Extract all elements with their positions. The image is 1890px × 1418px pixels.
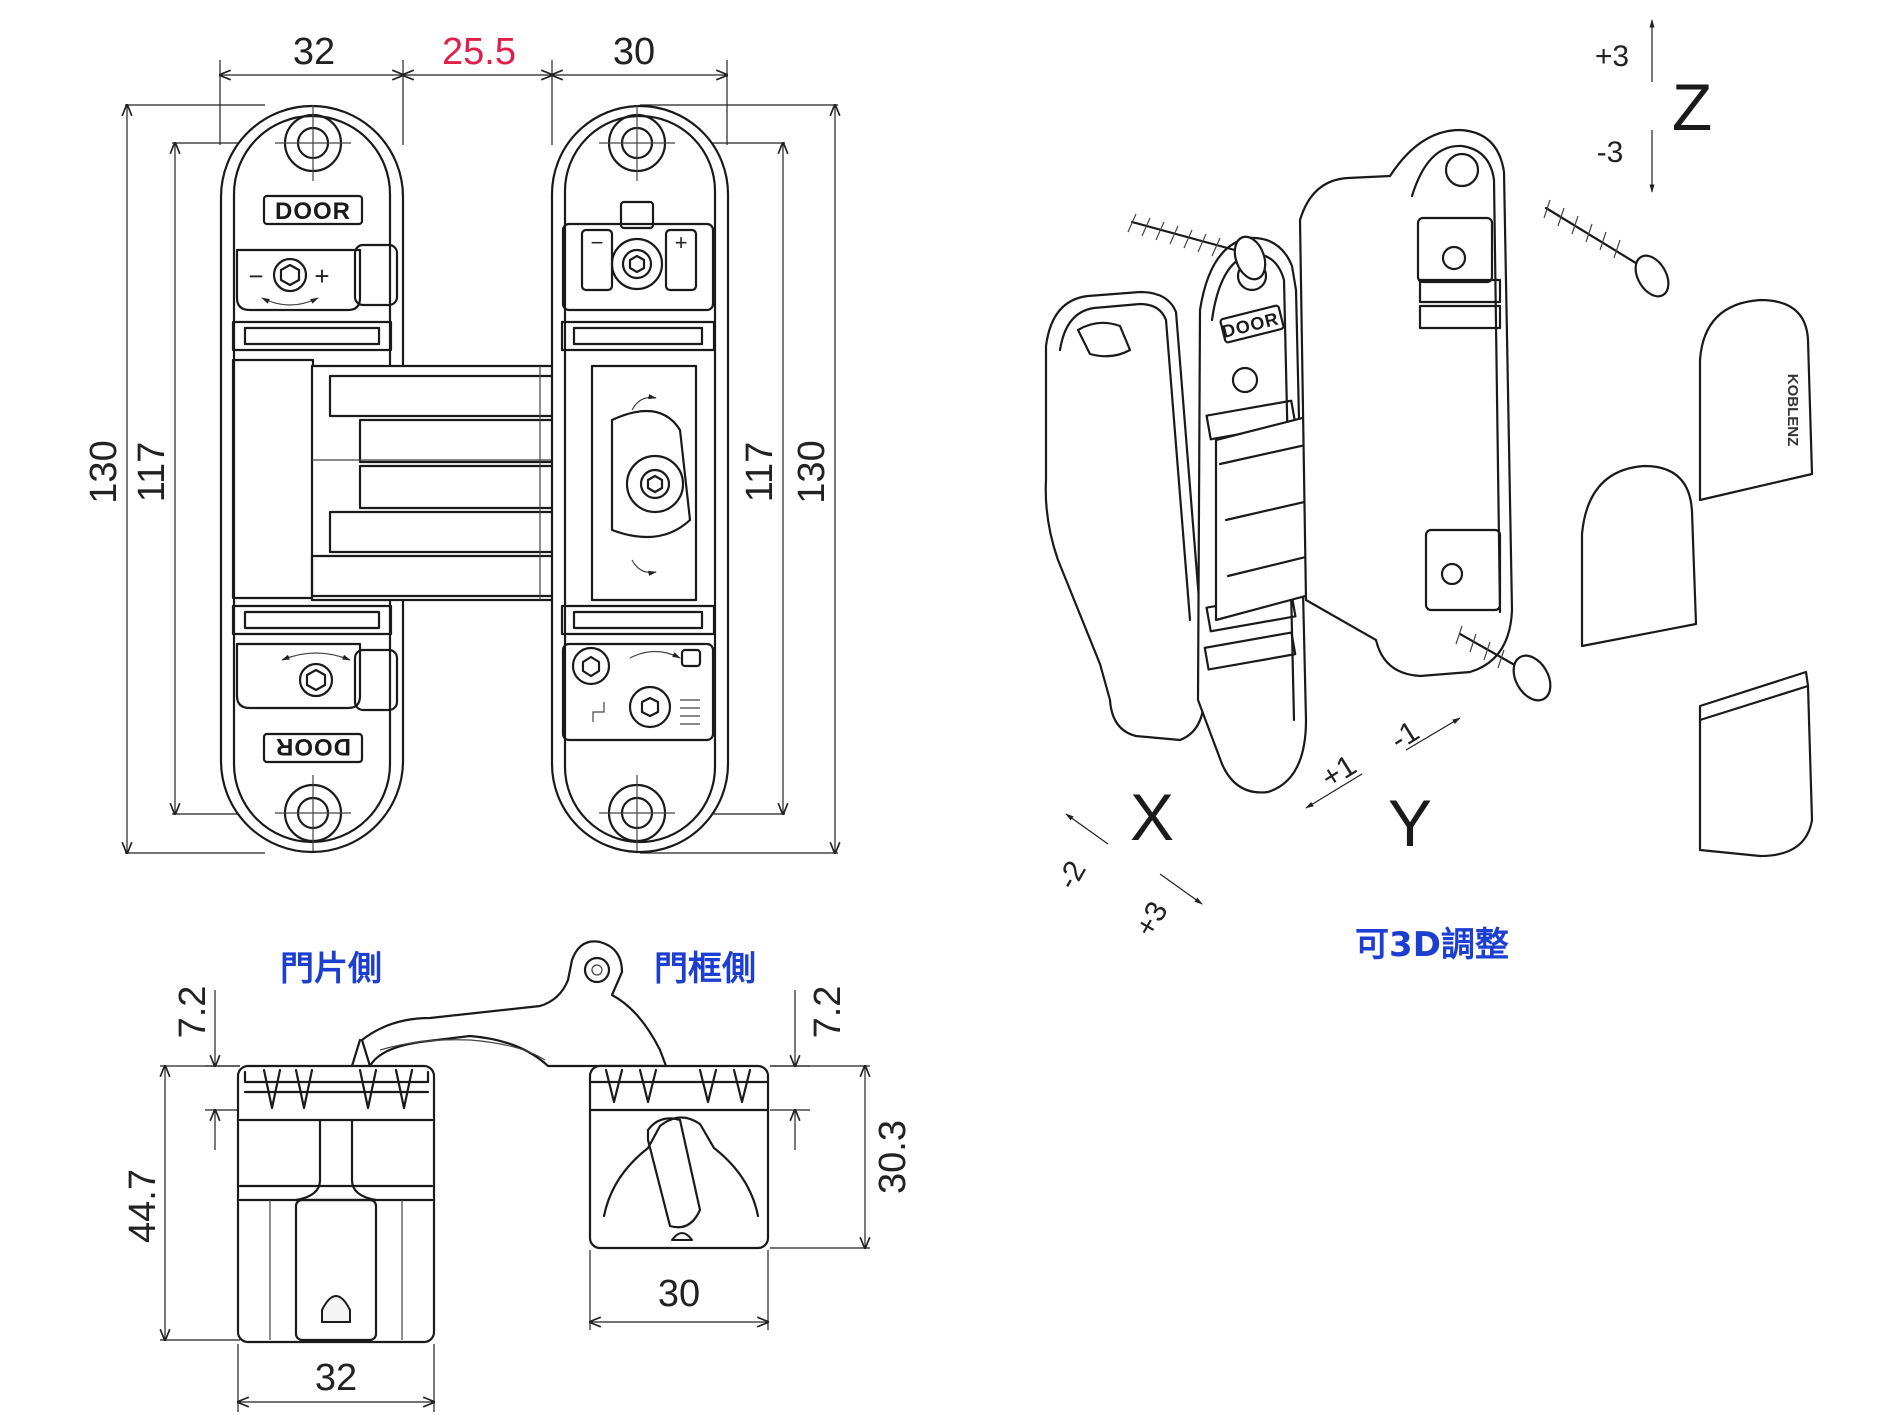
adjuster-top: − + [235,243,399,312]
left-vertical-dimensions: 130 117 [83,105,265,853]
adjuster-cam-center [590,364,698,602]
screw-icon [1455,625,1552,702]
dim-depth-door-group: 44.7 [122,1066,240,1340]
z-axis: +3 -3 Z [1595,19,1712,193]
dim-width-door-top: 32 [315,1357,357,1399]
z-plus: +3 [1595,40,1629,73]
screw-icon [1543,199,1670,298]
y-label: Y [1388,786,1432,860]
adjust-minus: − [591,230,604,255]
dim-depth-door: 44.7 [122,1169,164,1243]
top-dimension: 32 25.5 30 [220,31,727,145]
dim-width-frame: 30 [613,31,655,73]
door-label-top: DOOR [275,198,351,225]
dim-width-door-group: 32 [238,1344,434,1412]
x-plus: +3 [1129,896,1175,942]
adjuster-lock-bottom [561,642,715,742]
top-view: 門片側 門框側 7.2 44.7 [122,940,914,1412]
iso-view: +3 -3 Z DOOR [1044,19,1814,965]
dim-height-inner-right: 117 [739,442,781,503]
x-minus: -2 [1051,855,1093,895]
dim-offset-left-group: 7.2 [172,986,240,1150]
y-minus: -1 [1385,715,1425,757]
mounting-hole-icon [275,105,351,181]
cover-cap: KOBLENZ [1698,298,1814,502]
door-section [236,1064,436,1344]
z-minus: -3 [1597,136,1624,169]
z-label: Z [1672,70,1712,144]
dim-height-overall-right: 130 [791,440,833,503]
frame-section [588,1064,770,1250]
dim-width-door: 32 [293,31,335,73]
adjust-plus: + [675,230,688,255]
adjuster-vertical-top: − + [561,200,715,312]
x-axis: X -2 +3 [1051,780,1203,942]
dim-width-frame-group: 30 [590,1250,768,1330]
dim-offset-left: 7.2 [172,986,214,1039]
front-view: 32 25.5 30 130 117 117 130 [83,31,838,853]
mounting-hole-icon [275,775,351,851]
frame-plate: − + [550,104,730,854]
mounting-hole-icon [599,105,675,181]
frame-side-label: 門框側 [654,949,756,989]
iso-door-leaf [1044,290,1206,742]
dim-width-frame-top: 30 [658,1273,700,1315]
dim-offset-right: 7.2 [807,986,849,1039]
adjust-minus: − [248,261,263,291]
cover-cap [1698,670,1814,858]
y-axis: Y +1 -1 [1305,715,1461,860]
dim-depth-frame-group: 30.3 [770,1066,914,1248]
dim-height-overall-left: 130 [83,440,125,503]
hinge-arm-section [350,940,668,1068]
dim-offset-right-group: 7.2 [770,986,849,1150]
mounting-hole-icon [599,775,675,851]
dim-depth-frame: 30.3 [872,1120,914,1194]
adjust-plus: + [314,261,329,291]
adjust-3d-caption: 可3D調整 [1355,925,1509,965]
x-label: X [1130,780,1174,854]
y-plus: +1 [1316,749,1363,795]
brand-label: KOBLENZ [1784,374,1801,447]
iso-frame-plate [1298,128,1514,678]
door-side-label: 門片側 [280,949,382,989]
screw-icon [1127,213,1267,281]
dim-gap: 25.5 [442,31,516,73]
cover-cap [1580,464,1698,648]
door-label-bottom: DOOR [275,733,351,760]
adjuster-bottom [235,642,399,712]
dim-height-inner-left: 117 [131,442,173,503]
